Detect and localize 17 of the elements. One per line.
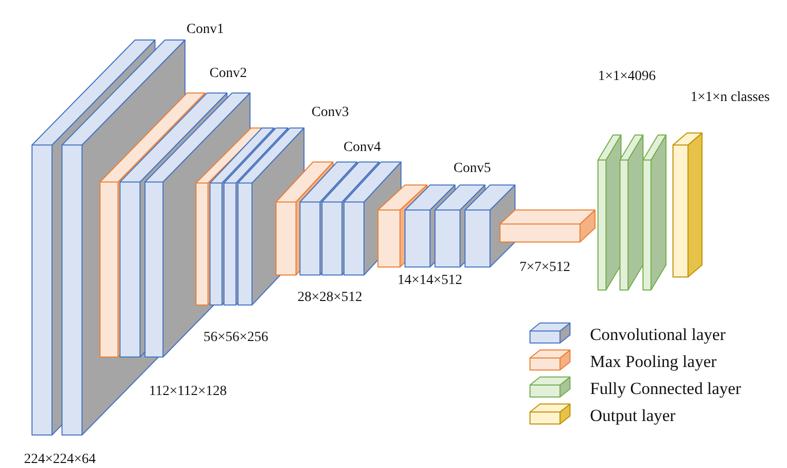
- legend-label: Fully Connected layer: [590, 379, 742, 399]
- legend-label: Max Pooling layer: [590, 352, 717, 372]
- layer-title: Conv4: [344, 140, 381, 156]
- legend-label: Output layer: [590, 406, 676, 426]
- layer-size-label: 1×1×n classes: [690, 90, 770, 106]
- layer-title: Conv3: [312, 105, 349, 121]
- dimension-label: 7×7×512: [520, 260, 570, 276]
- dimension-label: 28×28×512: [298, 290, 362, 306]
- layer-title: Conv5: [454, 161, 491, 177]
- layer-title: Conv2: [210, 66, 247, 82]
- layer-size-label: 1×1×4096: [598, 69, 656, 85]
- dimension-label: 112×112×128: [149, 384, 227, 400]
- dimension-label: 14×14×512: [398, 273, 462, 289]
- layer-title: Conv1: [186, 22, 224, 38]
- dimension-label: 224×224×64: [24, 452, 96, 468]
- dimension-label: 56×56×256: [204, 330, 268, 346]
- legend-label: Convolutional layer: [590, 325, 726, 345]
